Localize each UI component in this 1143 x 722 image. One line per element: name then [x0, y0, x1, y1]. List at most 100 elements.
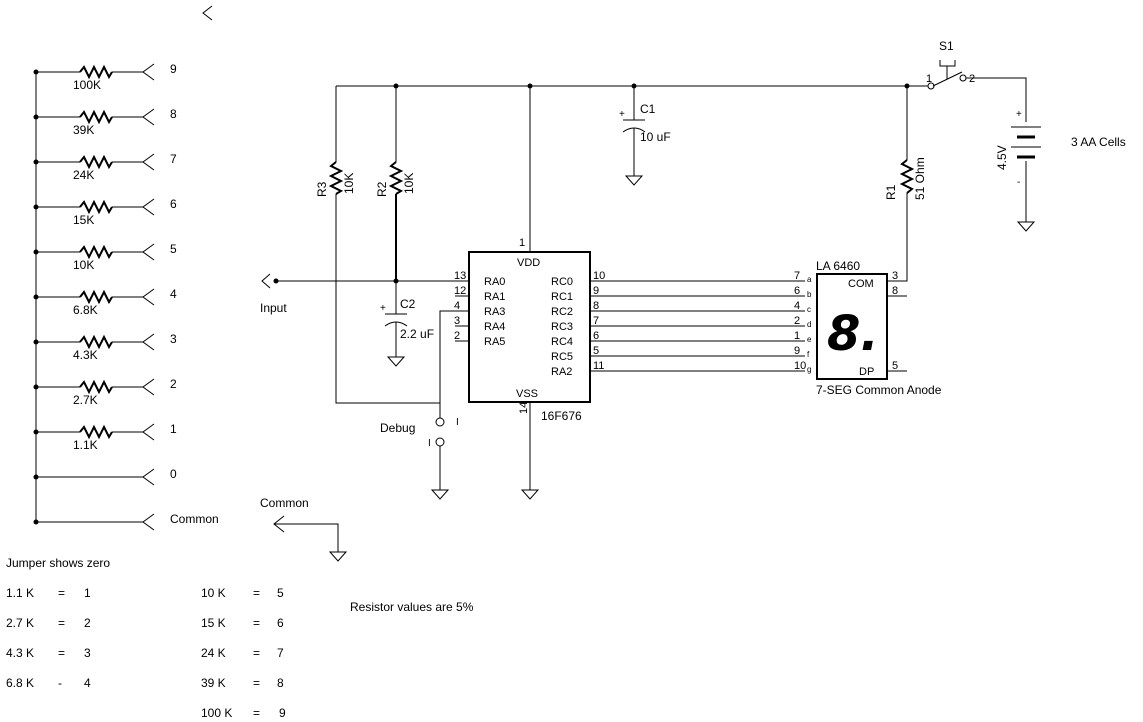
ladder-position-label: 4	[170, 287, 177, 301]
c2-plus-label: +	[380, 303, 386, 314]
mcu-left-pin-name: RA3	[484, 306, 505, 318]
value-table-digit: 8	[277, 676, 284, 690]
ladder-position-label: 2	[170, 377, 177, 391]
display-seg-pin-num: 4	[794, 300, 800, 312]
ladder-resistor-value: 2.7K	[73, 393, 98, 407]
ladder-position-label: Common	[170, 512, 219, 526]
mcu-left-pin-name: RA1	[484, 291, 505, 303]
display-right-pin-num: 8	[892, 285, 898, 297]
connector-arrow-icon	[142, 513, 155, 531]
mcu-left-pin-num: 2	[454, 330, 460, 342]
value-table-row: 4.3 K=3	[6, 646, 91, 660]
switch-s1: S1 1 2	[907, 39, 1027, 122]
mcu-left-pin-num: 13	[454, 270, 466, 282]
connector-arrow-icon	[142, 108, 155, 126]
value-table-resistor: 6.8 K	[6, 676, 34, 690]
dp-label: DP	[859, 366, 874, 378]
ladder-row: Common	[33, 512, 219, 531]
value-table-digit: 9	[279, 706, 286, 720]
value-table-row: 39 K=8	[201, 676, 284, 690]
value-table-digit: 7	[277, 646, 284, 660]
debug-pin-b: I	[428, 438, 431, 449]
display-seg-pin-num: 9	[794, 345, 800, 357]
value-table-digit: 1	[84, 586, 91, 600]
resistor-r2: R2 10K	[375, 86, 416, 281]
resistor-icon	[79, 424, 113, 440]
ladder-resistor-value: 1.1K	[73, 438, 98, 452]
common-label: Common	[260, 496, 309, 510]
debug-pin-a: I	[456, 417, 459, 428]
value-table-row: 2.7 K = 2	[6, 616, 91, 630]
battery-cells-label: 3 AA Cells	[1071, 135, 1126, 149]
value-table-sep: =	[58, 616, 65, 630]
r1-ref: R1	[884, 184, 898, 200]
ground-icon	[520, 489, 540, 500]
display-seg-pin-num: 6	[794, 285, 800, 297]
ladder-resistor-value: 6.8K	[73, 303, 98, 317]
ladder-position-label: 1	[170, 422, 177, 436]
connector-arrow-icon	[142, 378, 155, 396]
capacitor-c2: + C2 2.2 uF	[380, 281, 434, 367]
vss-pin-num: 14	[518, 402, 530, 414]
value-table-digit: 5	[277, 586, 284, 600]
value-table-row: 1.1 K=1	[6, 586, 91, 600]
value-table-resistor: 1.1 K	[6, 586, 34, 600]
value-table-sep: =	[253, 616, 260, 630]
mcu-right-pin-name: RC3	[551, 321, 573, 333]
mcu-right-pin-name: RC2	[551, 306, 573, 318]
mcu-right-pin-num: 11	[593, 360, 604, 372]
ladder-position-label: 0	[170, 467, 177, 481]
value-table-resistor: 2.7 K	[6, 616, 34, 630]
mcu-left-pin-name: RA0	[484, 276, 505, 288]
ground-icon	[328, 551, 348, 562]
r3-value: 10K	[342, 173, 356, 194]
mcu-right-pin-num: 7	[593, 315, 599, 327]
mcu-16f676: 1 VDD VSS 14 16F676	[439, 86, 805, 500]
resistor-r1: R1 51 Ohm	[884, 86, 927, 282]
resistor-icon	[79, 199, 113, 215]
ground-icon	[1016, 221, 1036, 232]
display-caption: 7-SEG Common Anode	[816, 383, 942, 397]
ground-icon	[386, 356, 406, 367]
mcu-left-pin-name: RA4	[484, 321, 505, 333]
resistor-icon	[79, 379, 113, 395]
ladder-resistor-value: 10K	[73, 258, 94, 272]
r2-ref: R2	[375, 181, 389, 197]
value-table: 1.1 K=12.7 K=24.3 K=36.8 K-410 K=515 K=6…	[6, 586, 286, 720]
resistor-r3: R3 10K	[315, 86, 441, 418]
mcu-left-pin-name: RA5	[484, 336, 505, 348]
display-seg-letter: e	[807, 335, 812, 344]
vdd-pin-num: 1	[519, 237, 525, 249]
mcu-right-pin-num: 6	[593, 330, 599, 342]
c1-plus-label: +	[619, 109, 625, 120]
capacitor-c1: + C1 10 uF	[619, 86, 671, 186]
ladder-position-label: 5	[170, 242, 177, 256]
mcu-right-pin-name: RC1	[551, 291, 573, 303]
display-right-pin-num: 3	[892, 270, 898, 282]
value-table-sep: =	[253, 706, 260, 720]
ladder-row: 4.3K3	[33, 332, 177, 362]
display-seg-pin-num: 1	[794, 330, 800, 342]
display-right-pin-num: 5	[892, 360, 898, 372]
value-table-row: 15 K=6	[201, 616, 284, 630]
display-seg-letter: b	[807, 290, 812, 299]
ladder-resistor-value: 24K	[73, 168, 94, 182]
value-table-digit: 2	[84, 616, 91, 630]
s1-pin1: 1	[926, 73, 932, 85]
battery-plus: +	[1016, 109, 1022, 120]
ladder-row: 0	[33, 467, 177, 486]
value-table-row: 24 K=7	[201, 646, 284, 660]
c1-ref: C1	[640, 102, 656, 116]
display-seg-letter: g	[807, 365, 811, 374]
value-table-resistor: 4.3 K	[6, 646, 34, 660]
value-table-resistor: 24 K	[201, 646, 226, 660]
value-table-resistor: 100 K	[201, 706, 232, 720]
value-table-resistor: 39 K	[201, 676, 226, 690]
input-connector: Input	[260, 273, 469, 315]
r3-ref: R3	[315, 181, 329, 197]
c1-value: 10 uF	[640, 130, 671, 144]
ladder-resistor-value: 15K	[73, 213, 94, 227]
common-reference: Common	[260, 496, 348, 562]
